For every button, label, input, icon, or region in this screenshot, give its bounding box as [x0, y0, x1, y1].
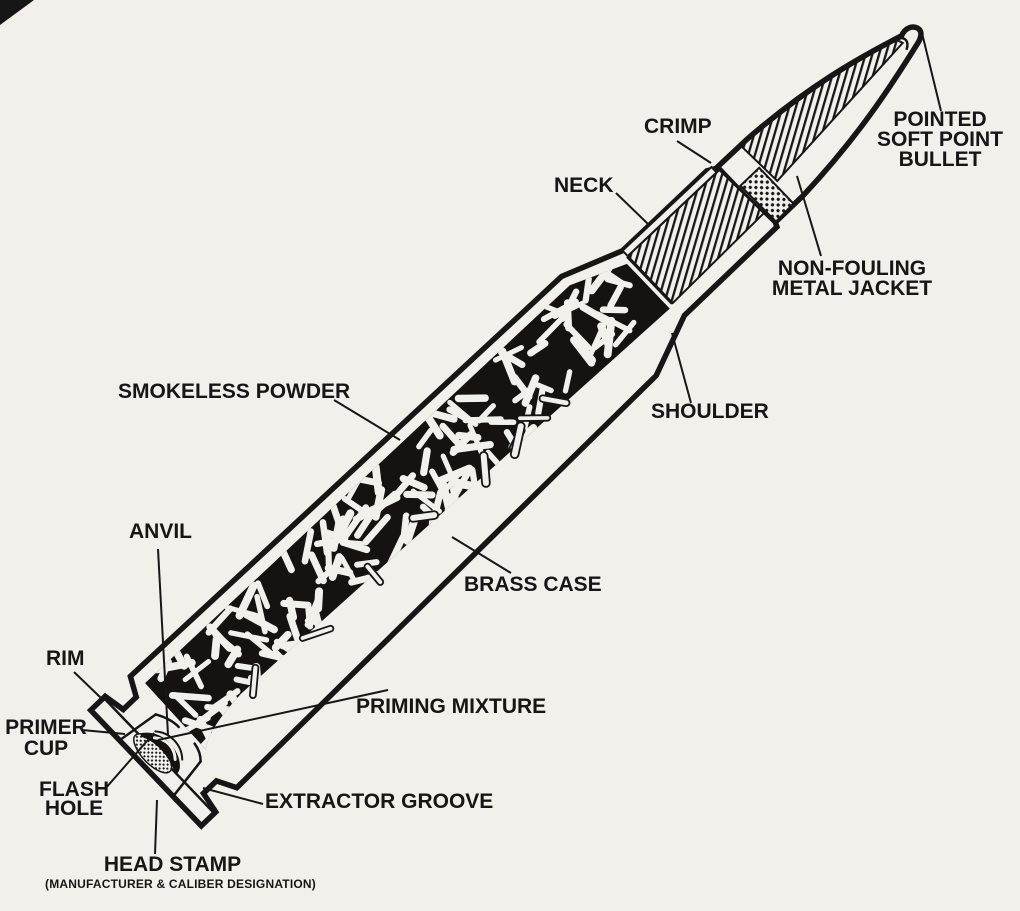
leader-shoulder [671, 332, 692, 404]
label-text: NECK [554, 174, 614, 197]
label-text: FLASH [39, 778, 109, 801]
bullet-base-line [626, 255, 673, 305]
label-text: PRIMING MIXTURE [356, 695, 547, 718]
label-anvil: ANVIL [129, 520, 192, 543]
label-text: RIM [46, 647, 85, 670]
leader-lines [73, 32, 942, 855]
label-text: BULLET [898, 148, 982, 171]
anvil-arc-dark [154, 730, 184, 761]
primer-assembly [119, 713, 202, 797]
label-crimp: CRIMP [644, 115, 712, 138]
leader-non-fouling-metal-jacket [796, 175, 822, 257]
anvil-arc-light [152, 736, 177, 761]
leader-brass-case [451, 536, 512, 574]
leader-rim [73, 671, 102, 699]
soft-point-tip-line [898, 36, 909, 51]
primer-pocket-wall [119, 713, 202, 797]
label-text: BRASS CASE [464, 573, 602, 596]
label-text: NON-FOULING [777, 257, 927, 280]
case-mouth-line [716, 166, 776, 225]
leader-crimp [676, 140, 712, 164]
jacket-ogive-hatch [739, 38, 905, 183]
label-text: CRIMP [644, 115, 712, 138]
leader-anvil [157, 548, 169, 736]
cartridge-drawing [86, 24, 924, 830]
label-text: ANVIL [129, 520, 192, 543]
leader-neck [615, 192, 649, 225]
label-extractor-groove: EXTRACTOR GROOVE [265, 790, 494, 813]
label-text: HEAD STAMP [103, 853, 242, 876]
label-text: HOLE [44, 797, 104, 820]
leader-head-stamp [154, 799, 158, 855]
label-neck: NECK [554, 174, 614, 197]
crimp-cannelure-band [738, 166, 795, 223]
powder-grains-edge [249, 394, 571, 699]
label-text: SMOKELESS POWDER [118, 380, 351, 403]
label-primer-cup: PRIMER CUP [0, 717, 94, 759]
label-flash-hole: FLASH HOLE [26, 778, 122, 820]
label-text: CUP [23, 737, 69, 760]
label-head-stamp: HEAD STAMP [60, 853, 285, 876]
label-smokeless-powder: SMOKELESS POWDER [118, 380, 351, 403]
flash-hole-channel [154, 713, 202, 763]
priming-mixture-blob [140, 732, 180, 775]
label-shoulder: SHOULDER [651, 400, 769, 423]
label-rim: RIM [46, 647, 85, 670]
label-text: (MANUFACTURER & CALIBER DESIGNATION) [45, 877, 316, 891]
label-brass-case: BRASS CASE [464, 573, 602, 596]
label-text: POINTED [893, 108, 987, 131]
label-pointed-soft-point-bullet: POINTED SOFT POINT BULLET [865, 108, 1015, 171]
leader-smokeless-powder [333, 399, 401, 441]
label-head-stamp-subtitle: (MANUFACTURER & CALIBER DESIGNATION) [45, 877, 316, 891]
scan-corner-artifact [0, 0, 34, 25]
label-non-fouling-metal-jacket: NON-FOULING METAL JACKET [762, 257, 942, 300]
label-priming-mixture: PRIMING MIXTURE [356, 695, 547, 718]
leader-extractor-groove [202, 787, 264, 805]
leader-priming-mixture [157, 689, 389, 741]
leader-flash-hole [104, 732, 155, 790]
label-text: PRIMER [5, 716, 87, 739]
leader-primer-cup [81, 729, 126, 735]
label-text: METAL JACKET [771, 277, 933, 300]
label-text: SHOULDER [651, 400, 769, 423]
leader-pointed-soft-point-bullet [921, 32, 942, 112]
label-text: EXTRACTOR GROOVE [265, 790, 494, 813]
label-text: SOFT POINT [877, 128, 1003, 151]
